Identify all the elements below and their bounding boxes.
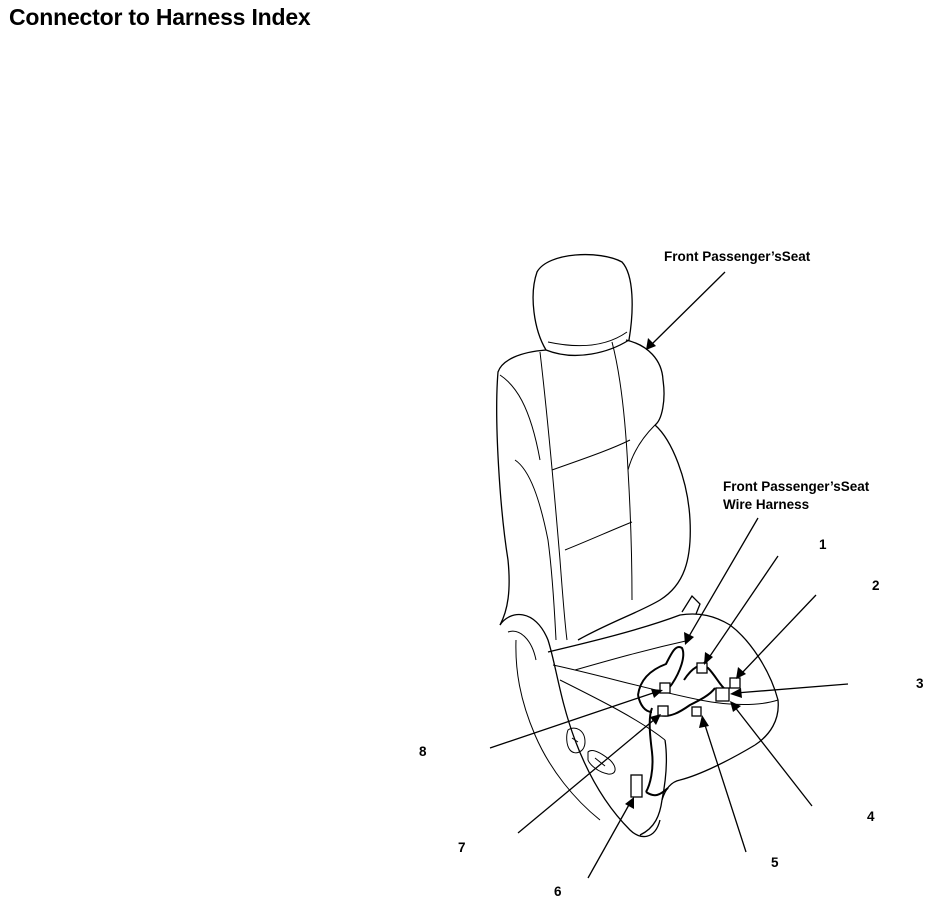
connector-8 — [659, 682, 671, 694]
leader-lines — [489, 271, 849, 879]
harness-label-line2: Wire Harness — [723, 497, 810, 512]
connector-3 — [715, 687, 730, 702]
connector-label-8: 8 — [419, 744, 427, 759]
connector-label-4: 4 — [867, 809, 875, 824]
leader-6 — [587, 802, 631, 879]
leader-2 — [740, 594, 817, 675]
connector-5 — [691, 706, 702, 717]
harness-label: Front Passenger’sSeat Wire Harness — [723, 478, 869, 514]
leader-1 — [707, 555, 779, 660]
harness-label-line1: Front Passenger’sSeat — [723, 479, 870, 494]
leader-5 — [703, 721, 747, 853]
connector-2 — [729, 677, 741, 689]
connector-label-1: 1 — [819, 537, 827, 552]
leader-8 — [489, 691, 657, 749]
connector-label-3: 3 — [916, 676, 924, 691]
connector-label-6: 6 — [554, 884, 562, 899]
leader-3 — [735, 683, 849, 694]
leader-7 — [517, 718, 656, 834]
connector-7 — [657, 705, 669, 717]
connector-label-2: 2 — [872, 578, 880, 593]
connector-1 — [696, 662, 708, 674]
connector-label-5: 5 — [771, 855, 779, 870]
leader-4 — [733, 705, 813, 807]
leader-seat — [651, 271, 726, 345]
connector-markers — [630, 662, 741, 798]
connector-6 — [630, 774, 643, 798]
seat-label: Front Passenger’sSeat — [664, 249, 811, 264]
seat-drawing — [496, 253, 779, 838]
wire-harness — [637, 646, 727, 797]
leader-harness — [687, 517, 759, 639]
connector-label-7: 7 — [458, 840, 466, 855]
page-title: Connector to Harness Index — [9, 4, 311, 30]
